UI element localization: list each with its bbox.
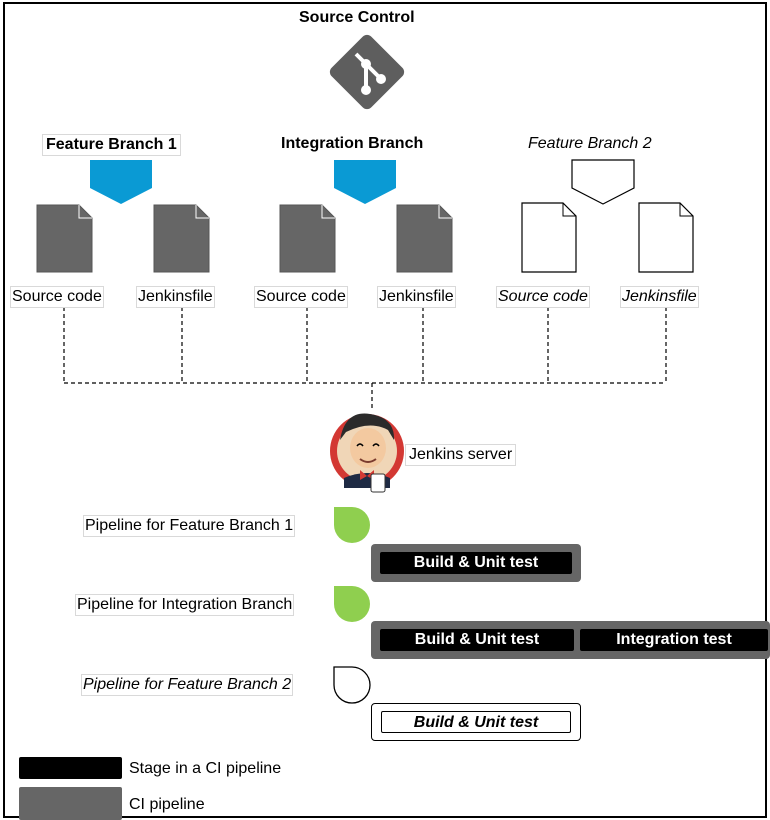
- branch-shape-feature-1: [90, 160, 152, 204]
- branch-name-feature-2: Feature Branch 2: [528, 135, 652, 152]
- status-drop-icon: [334, 507, 370, 543]
- stage-build-unit-test: Build & Unit test: [380, 629, 574, 651]
- legend-swatch-pipeline: [19, 787, 122, 820]
- legend-swatch-stage: [19, 757, 122, 779]
- pipeline-label-feature-1: Pipeline for Feature Branch 1: [83, 515, 296, 537]
- branch-shape-feature-2: [571, 159, 635, 205]
- diagram-frame: [3, 2, 767, 818]
- document-icon: [638, 202, 694, 273]
- pipeline-label-integration: Pipeline for Integration Branch: [75, 594, 295, 616]
- branch-shape-integration: [334, 160, 396, 204]
- source-control-title: Source Control: [299, 9, 415, 26]
- legend-label-stage: Stage in a CI pipeline: [129, 760, 282, 777]
- document-icons: [36, 202, 694, 273]
- jenkins-logo-icon: [330, 413, 404, 493]
- file-label-source-code: Source code: [254, 286, 348, 308]
- document-icon: [396, 204, 453, 273]
- file-label-jenkinsfile: Jenkinsfile: [377, 286, 456, 308]
- file-label-jenkinsfile: Jenkinsfile: [136, 286, 215, 308]
- stage-integration-test: Integration test: [580, 629, 768, 651]
- document-icon: [153, 204, 210, 273]
- git-icon: [329, 34, 405, 110]
- stage-build-unit-test: Build & Unit test: [380, 552, 572, 574]
- legend-label-pipeline: CI pipeline: [129, 796, 205, 813]
- file-label-source-code: Source code: [10, 286, 104, 308]
- status-drop-icon: [333, 666, 371, 704]
- document-icon: [36, 204, 93, 273]
- stage-build-unit-test: Build & Unit test: [381, 711, 571, 733]
- ci-pipeline-integration: Build & Unit test Integration test: [371, 621, 770, 659]
- pipeline-label-feature-2: Pipeline for Feature Branch 2: [81, 674, 294, 696]
- file-label-jenkinsfile: Jenkinsfile: [620, 286, 699, 308]
- document-icon: [279, 204, 336, 273]
- status-drop-icon: [334, 586, 370, 622]
- jenkins-server-label: Jenkins server: [405, 444, 517, 466]
- file-label-source-code: Source code: [496, 286, 590, 308]
- ci-pipeline-feature-2: Build & Unit test: [371, 703, 581, 741]
- document-icon: [521, 202, 577, 273]
- ci-pipeline-feature-1: Build & Unit test: [371, 544, 581, 582]
- dashed-connectors: [63, 307, 667, 410]
- branch-name-feature-1: Feature Branch 1: [42, 134, 181, 156]
- branch-name-integration: Integration Branch: [281, 135, 424, 152]
